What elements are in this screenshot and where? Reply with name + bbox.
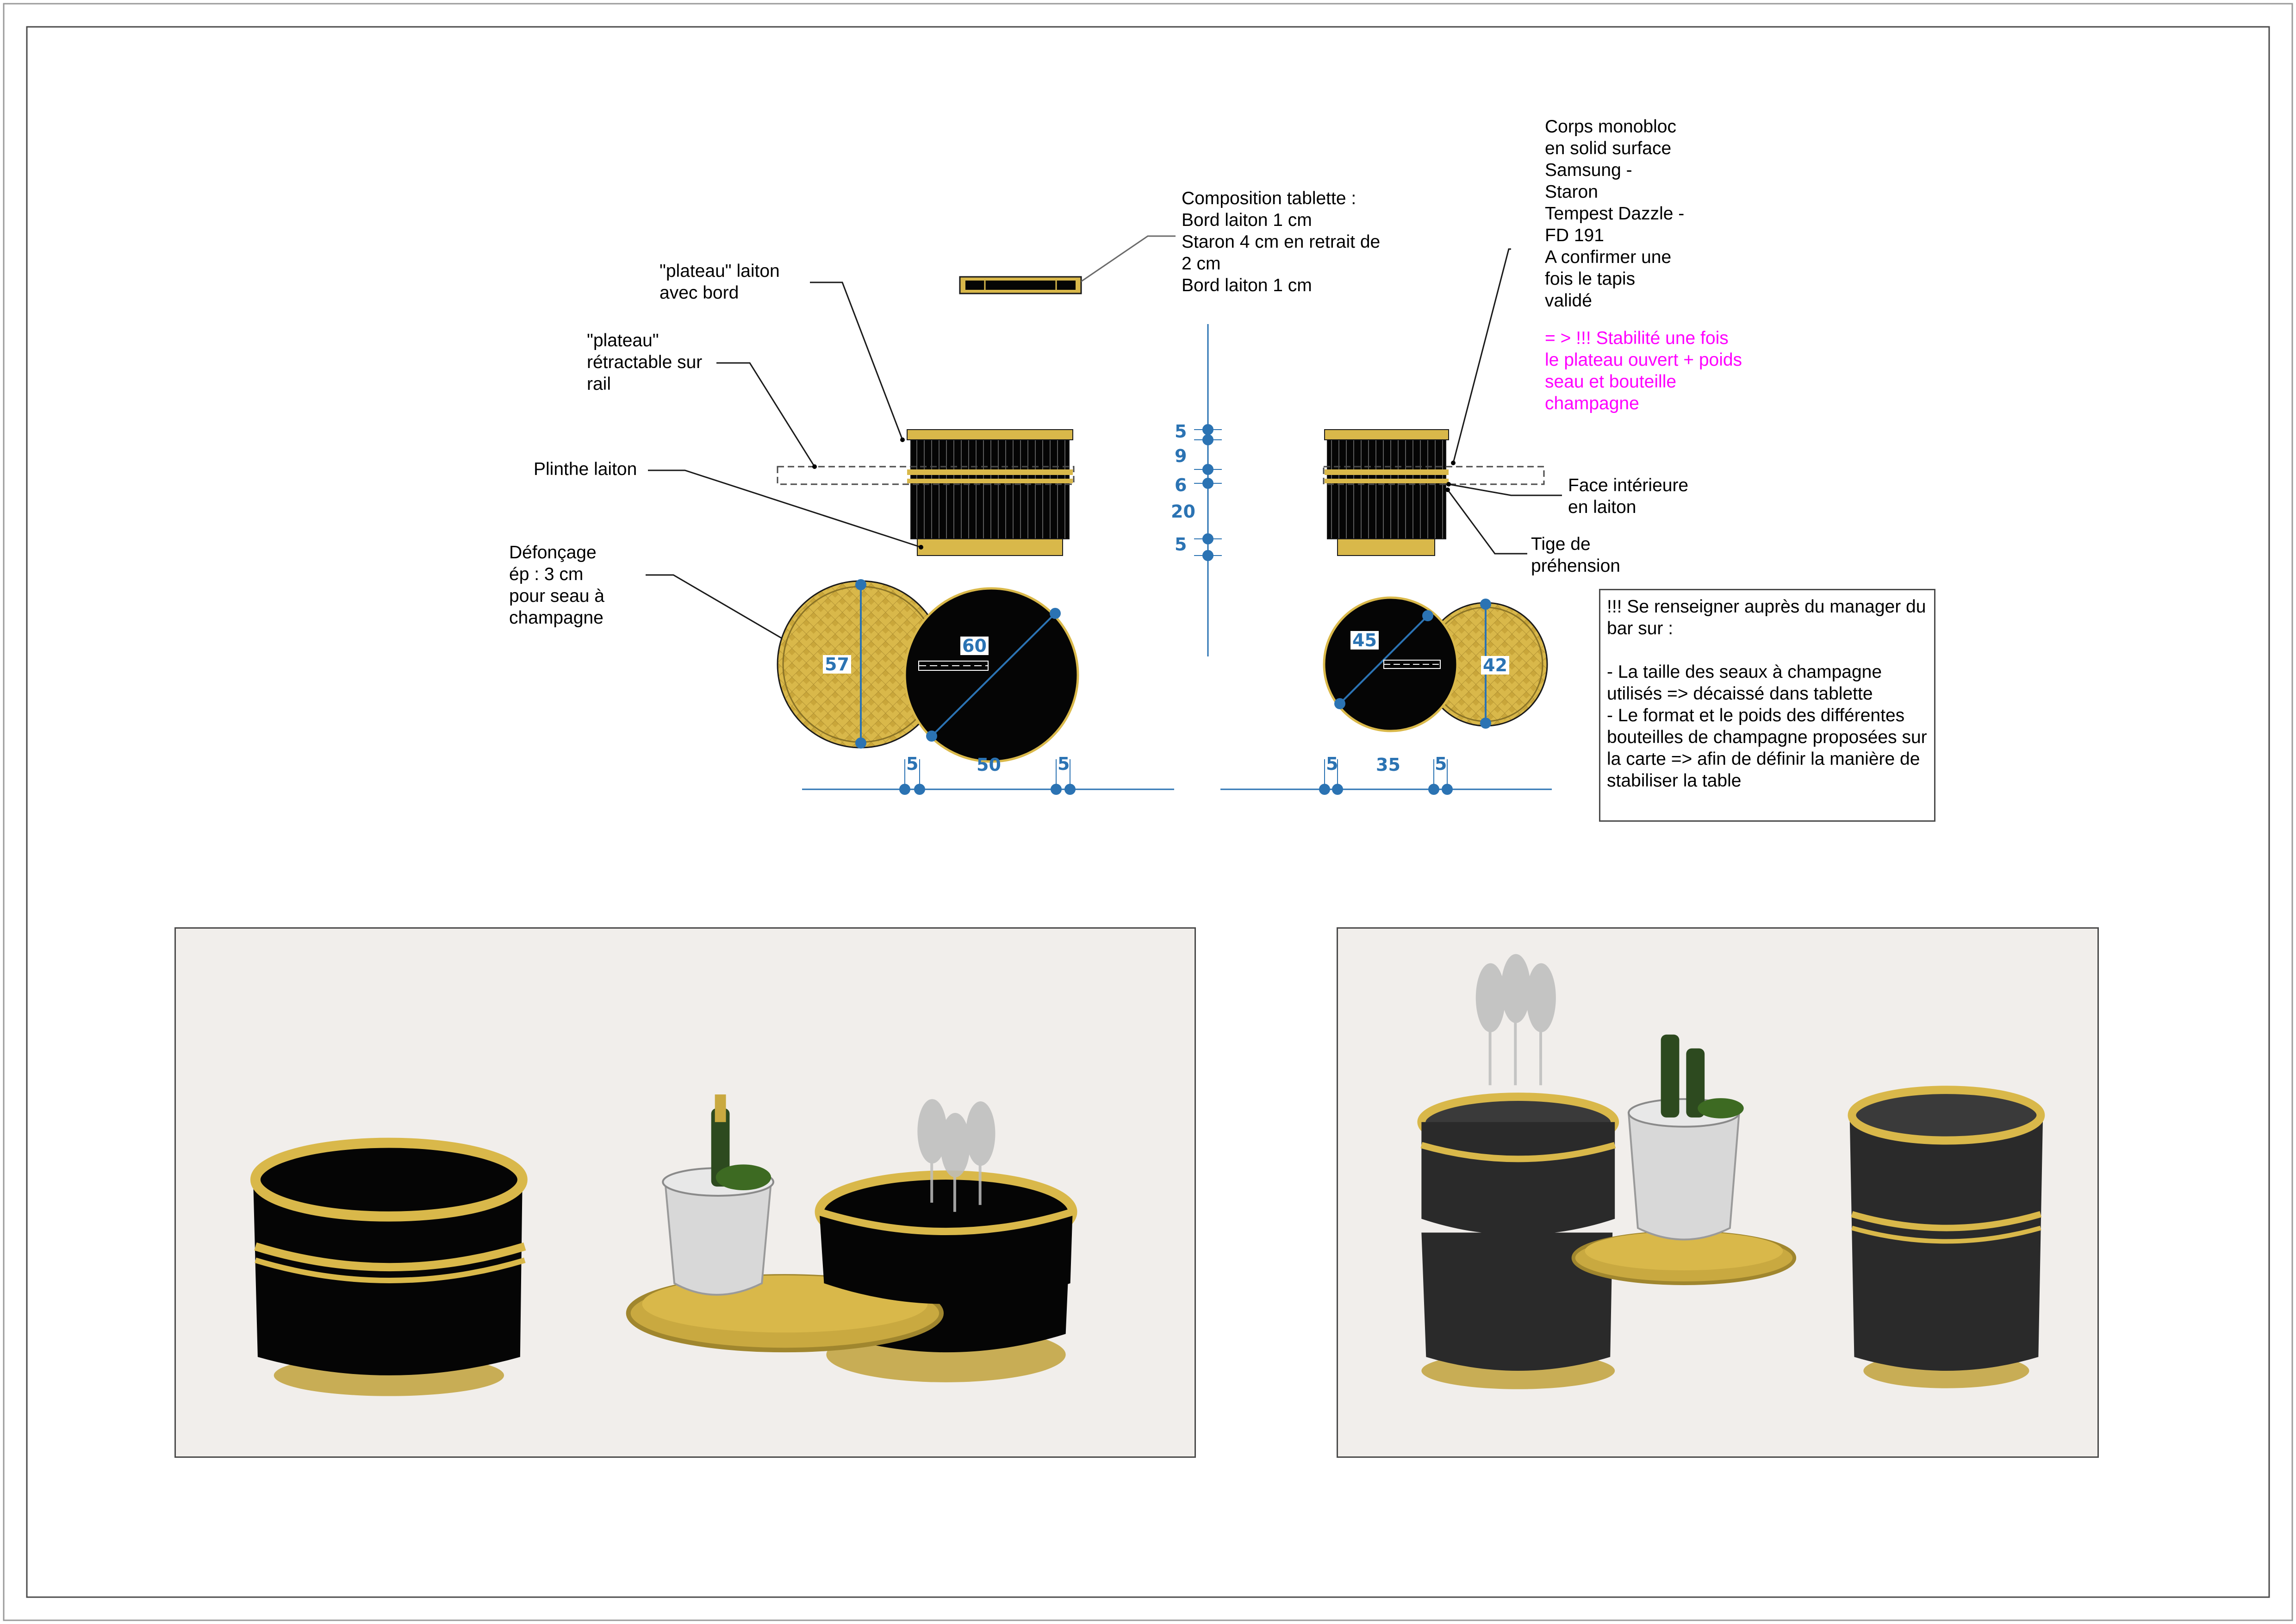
right-plan — [1323, 596, 1548, 732]
render-view-small-table — [1337, 927, 2099, 1458]
horizontal-dimension-right — [1220, 759, 1552, 795]
dim-right-body-diameter: 45 — [1350, 631, 1379, 650]
label-face-interieure: Face intérieure en laiton — [1568, 475, 1689, 517]
render-view-large-table — [174, 927, 1196, 1458]
right-elevation — [1323, 429, 1545, 556]
stool-render-small — [1848, 1086, 2045, 1388]
leaders-left — [646, 281, 921, 658]
label-plinthe-laiton: Plinthe laiton — [534, 459, 637, 479]
leaders-right — [1447, 248, 1562, 555]
dim-right-width-edge-b: 5 — [1435, 754, 1447, 774]
champagne-table-render-small — [1417, 954, 1797, 1389]
dim-right-width-main: 35 — [1376, 755, 1400, 775]
manager-note-box: !!! Se renseigner auprès du manager du b… — [1599, 589, 1935, 822]
manager-note-text: !!! Se renseigner auprès du manager du b… — [1607, 597, 1927, 791]
stool-render-large — [250, 1137, 528, 1396]
horizontal-dimension-left — [802, 759, 1174, 795]
dim-vertical-top-rim: 5 — [1175, 421, 1187, 442]
dim-right-width-edge-a: 5 — [1326, 754, 1338, 774]
label-composition-tablette: Composition tablette : Bord laiton 1 cm … — [1182, 188, 1381, 295]
outer-frame — [3, 3, 2293, 1621]
dim-left-tray-diameter: 57 — [823, 655, 851, 674]
dim-vertical-tray: 6 — [1175, 475, 1187, 495]
leader-dots-left — [812, 437, 923, 550]
dim-vertical-upper-body: 9 — [1175, 446, 1187, 466]
tablette-section — [959, 276, 1082, 294]
label-plateau-retractable: "plateau" rétractable sur rail — [587, 331, 703, 394]
champagne-table-render — [626, 1094, 1077, 1382]
inner-frame — [26, 26, 2270, 1598]
label-corps-monobloc: Corps monobloc en solid surface Samsung … — [1545, 117, 1685, 311]
dim-vertical-lower-body: 20 — [1171, 501, 1195, 522]
vertical-dimension-chain — [1194, 324, 1222, 656]
label-stabilite-warning: = > !!! Stabilité une fois le plateau ou… — [1545, 328, 1742, 413]
label-defoncage: Défonçage ép : 3 cm pour seau à champagn… — [509, 543, 604, 628]
leader-composition — [1081, 235, 1176, 282]
label-tige-prehension: Tige de préhension — [1531, 534, 1620, 576]
label-plateau-laiton: "plateau" laiton avec bord — [660, 261, 780, 303]
dim-left-body-diameter: 60 — [960, 637, 989, 655]
dim-left-width-edge-b: 5 — [1058, 754, 1070, 774]
dim-vertical-plinth: 5 — [1175, 534, 1187, 555]
leader-dots-right — [1445, 461, 1456, 492]
dim-left-width-edge-a: 5 — [906, 754, 919, 774]
dim-right-tray-diameter: 42 — [1481, 656, 1509, 675]
left-elevation — [777, 429, 1075, 556]
dim-left-width-main: 50 — [977, 755, 1001, 775]
left-plan — [777, 579, 1079, 763]
